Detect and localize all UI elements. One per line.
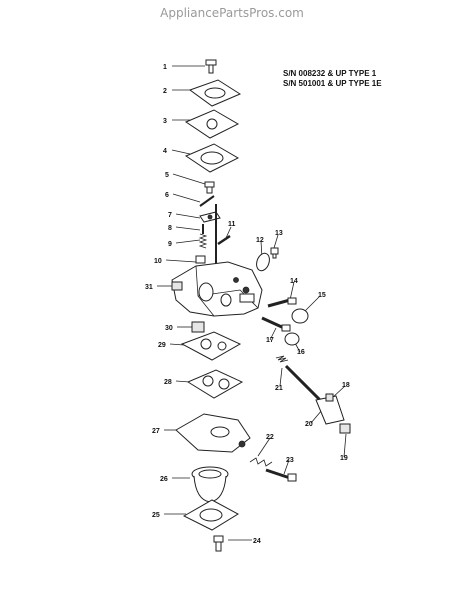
part-5-screw bbox=[204, 181, 215, 194]
callout-18: 18 bbox=[342, 382, 350, 389]
leader-lines bbox=[157, 65, 347, 541]
callout-19: 19 bbox=[340, 455, 348, 462]
callout-24: 24 bbox=[253, 538, 261, 545]
serial-line-2: S/N 501001 & UP TYPE 1E bbox=[283, 79, 382, 88]
part-6-pin bbox=[199, 195, 215, 207]
serial-info: S/N 008232 & UP TYPE 1 S/N 501001 & UP T… bbox=[283, 69, 382, 89]
part-23-screw bbox=[265, 468, 297, 482]
part-21-spring bbox=[275, 355, 289, 363]
callout-31: 31 bbox=[145, 284, 153, 291]
part-20-throttle-lever bbox=[284, 364, 345, 425]
callout-16: 16 bbox=[297, 349, 305, 356]
callout-9: 9 bbox=[168, 241, 172, 248]
callout-12: 12 bbox=[256, 237, 264, 244]
part-11-shaft bbox=[217, 234, 231, 246]
part-31-plug bbox=[171, 281, 183, 291]
callout-1: 1 bbox=[163, 64, 167, 71]
callout-5: 5 bbox=[165, 172, 169, 179]
part-12-throttle-plate bbox=[256, 252, 270, 272]
callout-27: 27 bbox=[152, 428, 160, 435]
callout-numbers: 1 2 3 4 5 6 7 8 9 10 11 12 13 14 15 16 1… bbox=[145, 64, 350, 545]
callout-25: 25 bbox=[152, 512, 160, 519]
part-19-cap bbox=[339, 423, 351, 434]
part-16-limiter-cap bbox=[284, 332, 300, 346]
callout-17: 17 bbox=[266, 337, 274, 344]
callout-6: 6 bbox=[165, 192, 169, 199]
callout-11: 11 bbox=[228, 221, 236, 228]
callout-10: 10 bbox=[154, 258, 162, 265]
callout-29: 29 bbox=[158, 342, 166, 349]
callout-3: 3 bbox=[163, 118, 167, 125]
part-29-gasket bbox=[180, 331, 242, 361]
part-26-primer-bulb bbox=[191, 466, 229, 503]
part-9-spring bbox=[198, 233, 208, 249]
part-13-screw bbox=[270, 247, 279, 259]
part-15-limiter-cap bbox=[291, 308, 309, 324]
part-28-metering-diaphragm bbox=[186, 369, 244, 399]
serial-line-1: S/N 008232 & UP TYPE 1 bbox=[283, 69, 377, 78]
part-22-spring bbox=[249, 457, 273, 467]
callout-13: 13 bbox=[275, 230, 283, 237]
callout-15: 15 bbox=[318, 292, 326, 299]
watermark: AppliancePartsPros.com bbox=[160, 6, 304, 20]
part-17-low-speed-needle bbox=[261, 316, 291, 332]
carburetor-body bbox=[171, 261, 263, 317]
part-30-filter bbox=[191, 321, 205, 333]
callout-2: 2 bbox=[163, 88, 167, 95]
part-14-high-speed-needle bbox=[267, 297, 297, 308]
callout-8: 8 bbox=[168, 225, 172, 232]
part-10-screw bbox=[195, 255, 206, 264]
part-1-screw bbox=[205, 59, 217, 74]
callout-30: 30 bbox=[165, 325, 173, 332]
part-2-pump-cover-boss bbox=[204, 87, 226, 99]
part-27-metering-cover bbox=[175, 413, 251, 453]
part-25-retainer-plate bbox=[182, 499, 240, 531]
callout-14: 14 bbox=[290, 278, 298, 285]
callout-4: 4 bbox=[163, 148, 167, 155]
callout-22: 22 bbox=[266, 434, 274, 441]
part-3-diaphragm-center bbox=[206, 118, 218, 130]
callout-21: 21 bbox=[275, 385, 283, 392]
callout-28: 28 bbox=[164, 379, 172, 386]
part-18-screw bbox=[325, 393, 334, 402]
callout-26: 26 bbox=[160, 476, 168, 483]
callout-20: 20 bbox=[305, 421, 313, 428]
part-24-screw bbox=[213, 535, 224, 552]
callout-7: 7 bbox=[168, 212, 172, 219]
part-4-gasket-hole bbox=[200, 151, 224, 165]
callout-23: 23 bbox=[286, 457, 294, 464]
